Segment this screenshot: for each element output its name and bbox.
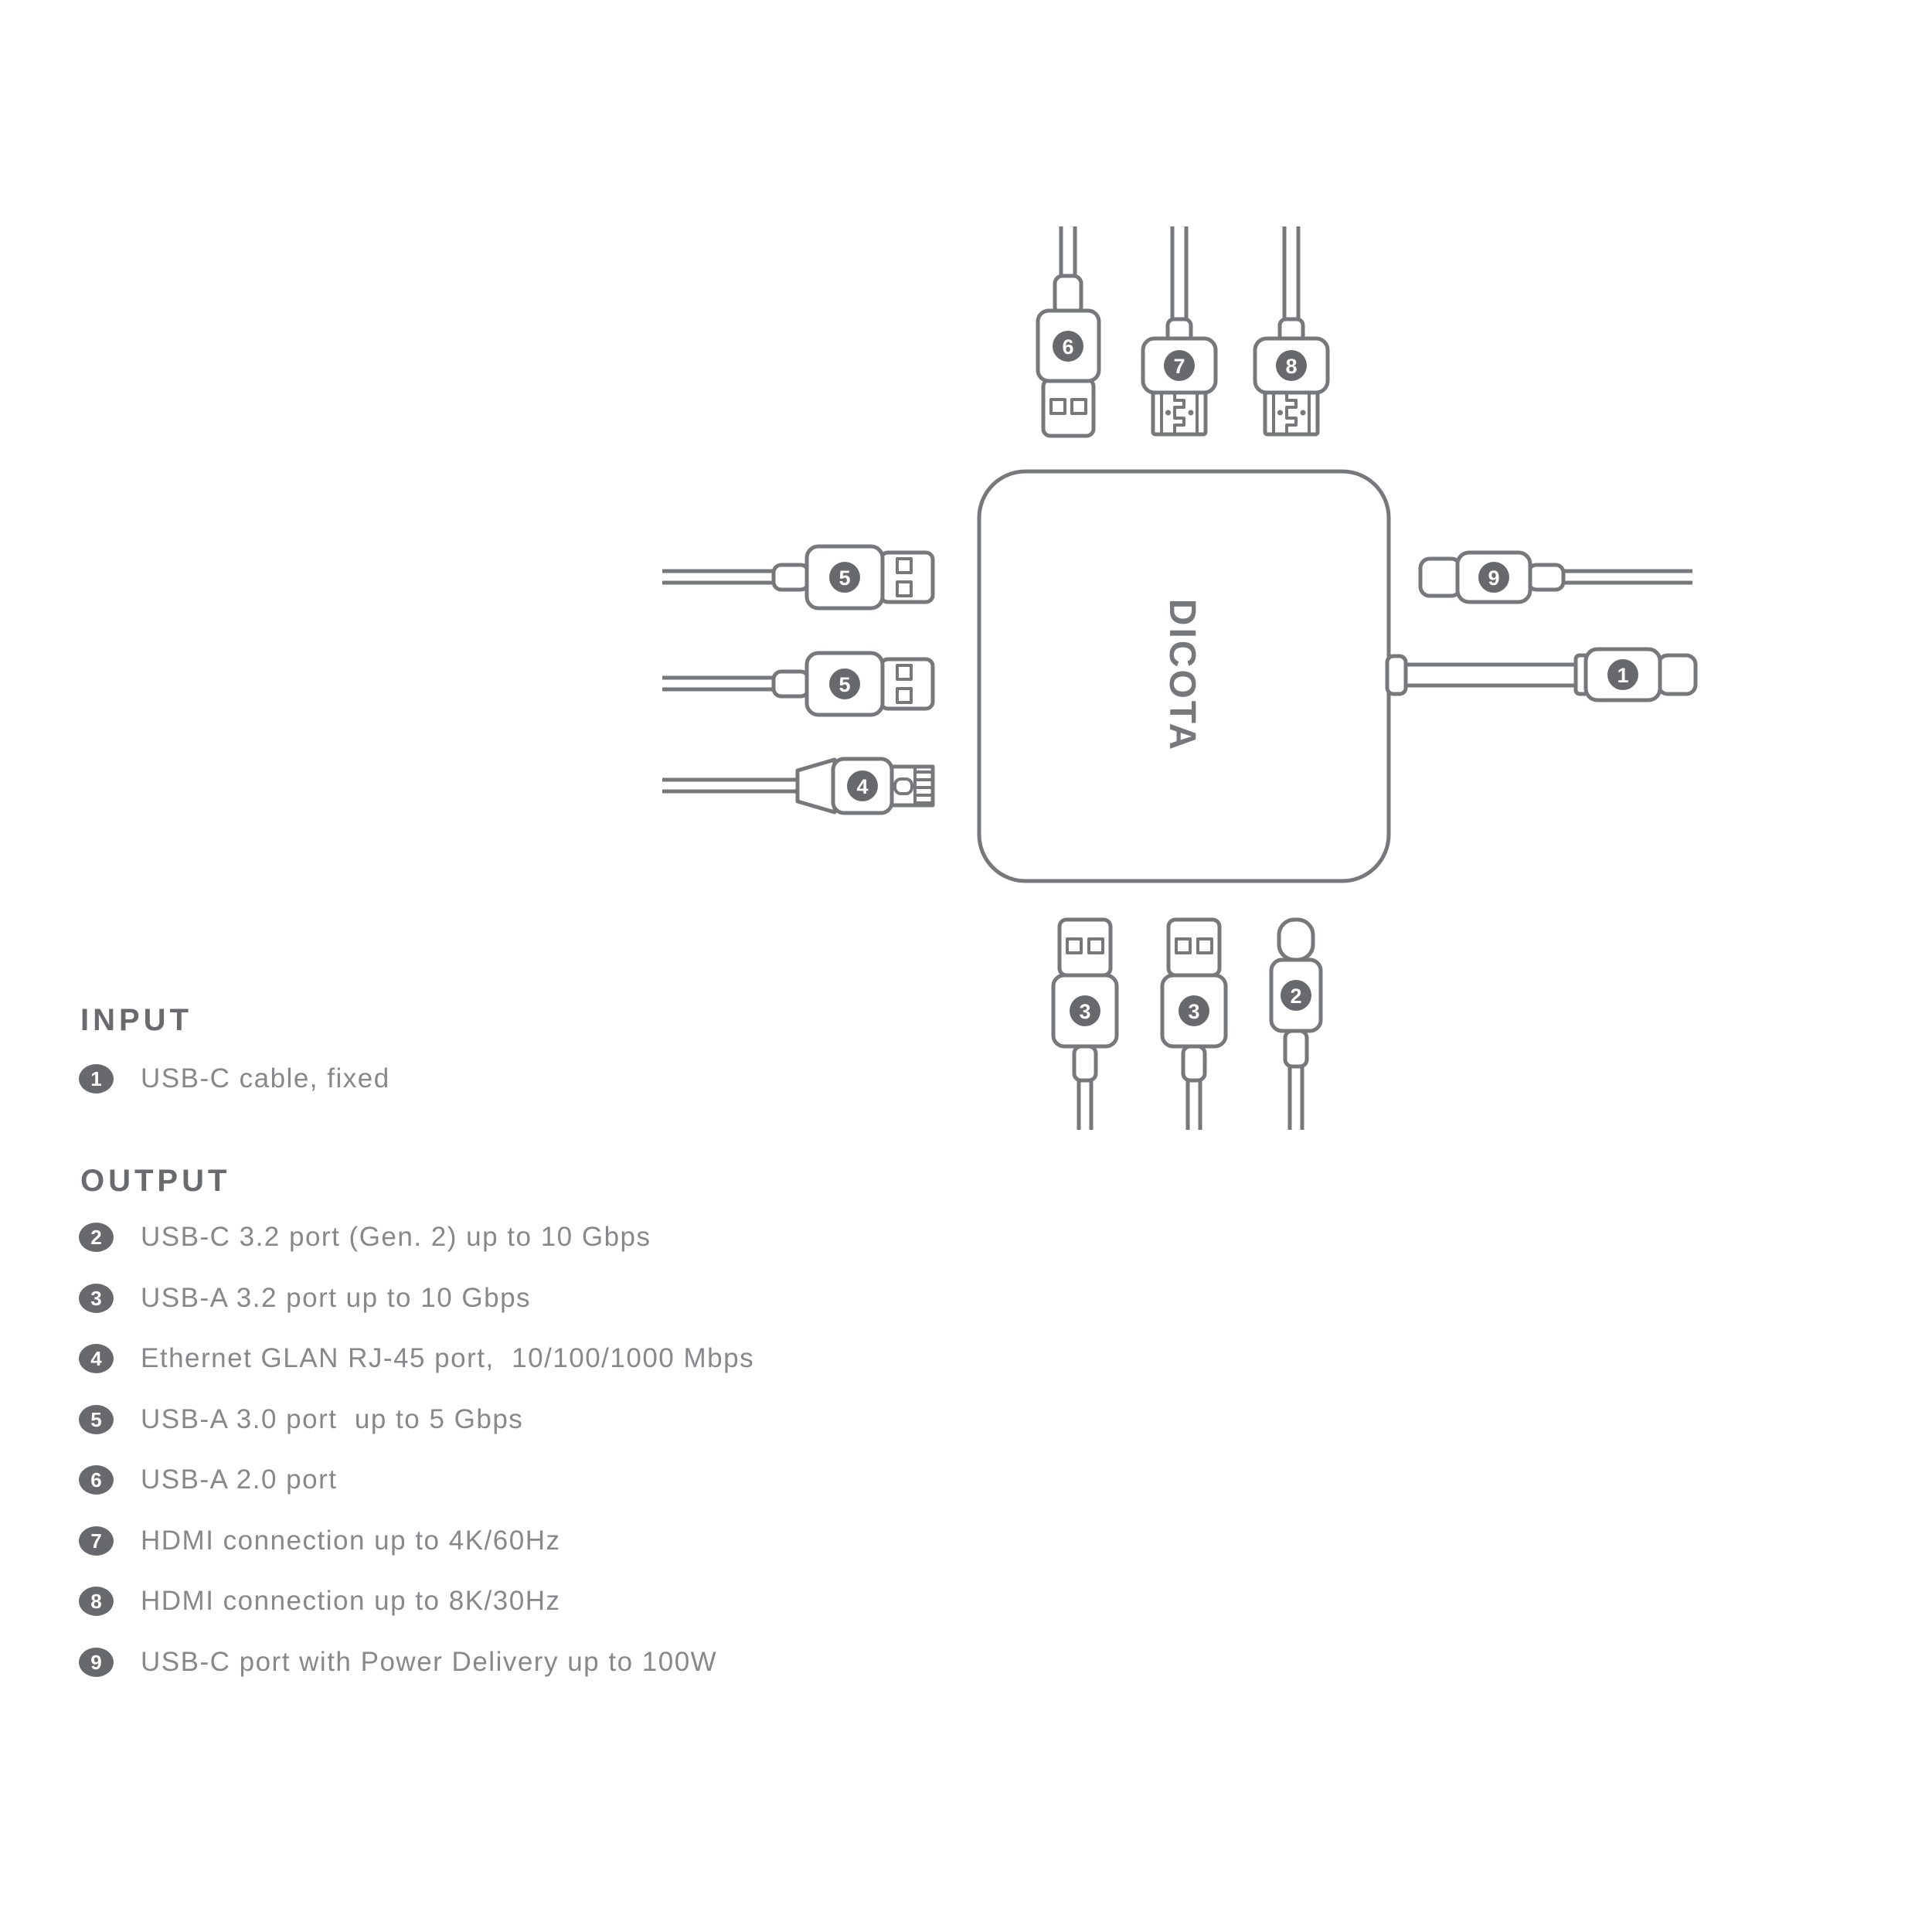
connector-1-usb-c-fixed-cable: 1 [1385, 647, 1698, 702]
connector-5-usb-a-3-0-lower: 5 [662, 651, 935, 717]
badge-2 [1281, 980, 1311, 1011]
badge-1-number: 1 [1617, 664, 1628, 687]
legend-badge-5: 5 [79, 1405, 114, 1434]
cable-4 [662, 777, 804, 794]
legend-badge-7: 7 [79, 1526, 114, 1556]
usb-a-contact [1049, 398, 1066, 415]
connector-7-hdmi-4k: 7 [1141, 226, 1218, 437]
legend-item-7: 7 HDMI connection up to 4K/60Hz [79, 1526, 560, 1556]
hdmi-pins [1160, 390, 1199, 434]
legend-label-2: USB-C 3.2 port (Gen. 2) up to 10 Gbps [141, 1222, 651, 1252]
legend-label-6: USB-A 2.0 port [141, 1464, 338, 1495]
strain-relief [1181, 1044, 1207, 1083]
badge-5-number: 5 [838, 566, 850, 590]
badge-7-number: 7 [1173, 355, 1185, 378]
hub-cable-stub [1385, 654, 1408, 696]
legend-label-3: USB-A 3.2 port up to 10 Gbps [141, 1283, 532, 1313]
connector-3-usb-a-3-2-left: 3 [1051, 917, 1119, 1130]
connector-3-usb-a-3-2-right: 3 [1160, 917, 1228, 1130]
usb-a-contact [1175, 937, 1192, 954]
badge-9-number: 9 [1488, 566, 1499, 590]
cable-3-left [1077, 1079, 1094, 1130]
connector-9-usb-c-pd: 9 [1418, 550, 1692, 604]
legend-badge-3: 3 [79, 1284, 114, 1313]
legend-item-8: 8 HDMI connection up to 8K/30Hz [79, 1586, 560, 1617]
hdmi-pins [1272, 390, 1311, 434]
badge-4-number: 4 [856, 775, 868, 798]
hdmi-dot [1277, 410, 1283, 416]
usb-a-contact [896, 580, 913, 597]
cable-3-right [1185, 1079, 1202, 1130]
connector-5-usb-a-3-0-upper: 5 [662, 544, 935, 611]
connector-4-ethernet-rj45: 4 [662, 757, 935, 815]
cable-2 [1287, 1066, 1304, 1130]
rj45-pins [893, 767, 933, 805]
legend-label-5: USB-A 3.0 port up to 5 Gbps [141, 1404, 524, 1434]
badge-5 [829, 668, 860, 699]
legend-badge-1: 1 [79, 1064, 114, 1094]
legend-label-4: Ethernet GLAN RJ-45 port, 10/100/1000 Mb… [141, 1343, 755, 1373]
legend-label-8: HDMI connection up to 8K/30Hz [141, 1586, 561, 1616]
hdmi-dot [1300, 410, 1306, 416]
legend-badge-9: 9 [79, 1648, 114, 1677]
legend-item-4: 4 Ethernet GLAN RJ-45 port, 10/100/1000 … [79, 1343, 754, 1374]
legend-label-9: USB-C port with Power Delivery up to 100… [141, 1647, 718, 1677]
brand-logo: DICOTA [1162, 599, 1202, 752]
connector-6-usb-a-2-0: 6 [1036, 226, 1101, 438]
usb-a-contact [896, 687, 913, 704]
rj45-clip [893, 777, 913, 795]
strain-relief [795, 757, 837, 815]
legend-label-7: HDMI connection up to 4K/60Hz [141, 1526, 561, 1556]
badge-4 [847, 770, 878, 801]
usb-a-contact [1066, 937, 1083, 954]
cable-7 [1170, 226, 1189, 325]
legend-item-1: 1 USB-C cable, fixed [79, 1063, 390, 1094]
legend-badge-2: 2 [79, 1223, 114, 1252]
strain-relief [1283, 1029, 1309, 1069]
usb-a-contact [1087, 937, 1104, 954]
badge-9 [1478, 562, 1509, 593]
usb-a-contact [1070, 398, 1087, 415]
cable-6 [1059, 226, 1077, 280]
legend-badge-6: 6 [79, 1465, 114, 1495]
cable-5-upper [662, 569, 782, 585]
badge-3 [1179, 995, 1209, 1026]
legend-heading-output: OUTPUT [80, 1164, 231, 1198]
cable-1 [1406, 662, 1584, 688]
badge-3 [1070, 995, 1100, 1026]
hdmi-dot [1188, 410, 1194, 416]
hdmi-dot [1165, 410, 1171, 416]
badge-3-number: 3 [1079, 1000, 1090, 1023]
connector-8-hdmi-8k: 8 [1253, 226, 1330, 437]
legend-item-3: 3 USB-A 3.2 port up to 10 Gbps [79, 1283, 531, 1314]
cable-9 [1561, 569, 1692, 585]
legend-label-1: USB-C cable, fixed [141, 1063, 390, 1094]
cable-8 [1282, 226, 1301, 325]
usb-a-contact [896, 557, 913, 574]
connector-2-usb-c-3-2: 2 [1269, 917, 1323, 1130]
badge-1 [1607, 659, 1638, 690]
cable-5-lower [662, 675, 782, 692]
badge-7 [1164, 350, 1195, 381]
badge-8-number: 8 [1285, 355, 1297, 378]
legend-heading-input: INPUT [80, 1003, 192, 1037]
legend-item-5: 5 USB-A 3.0 port up to 5 Gbps [79, 1404, 523, 1435]
badge-6 [1053, 331, 1083, 362]
badge-2-number: 2 [1290, 985, 1301, 1008]
legend-item-2: 2 USB-C 3.2 port (Gen. 2) up to 10 Gbps [79, 1222, 651, 1253]
legend-badge-8: 8 [79, 1587, 114, 1616]
usb-a-contact [896, 664, 913, 681]
badge-5-number: 5 [838, 673, 850, 696]
badge-3-number: 3 [1188, 1000, 1199, 1023]
legend-item-6: 6 USB-A 2.0 port [79, 1464, 337, 1495]
strain-relief [1072, 1044, 1098, 1083]
badge-5 [829, 562, 860, 593]
usb-a-contact [1196, 937, 1213, 954]
badge-8 [1276, 350, 1307, 381]
legend-item-9: 9 USB-C port with Power Delivery up to 1… [79, 1647, 717, 1678]
badge-6-number: 6 [1062, 335, 1073, 359]
legend-badge-4: 4 [79, 1344, 114, 1373]
